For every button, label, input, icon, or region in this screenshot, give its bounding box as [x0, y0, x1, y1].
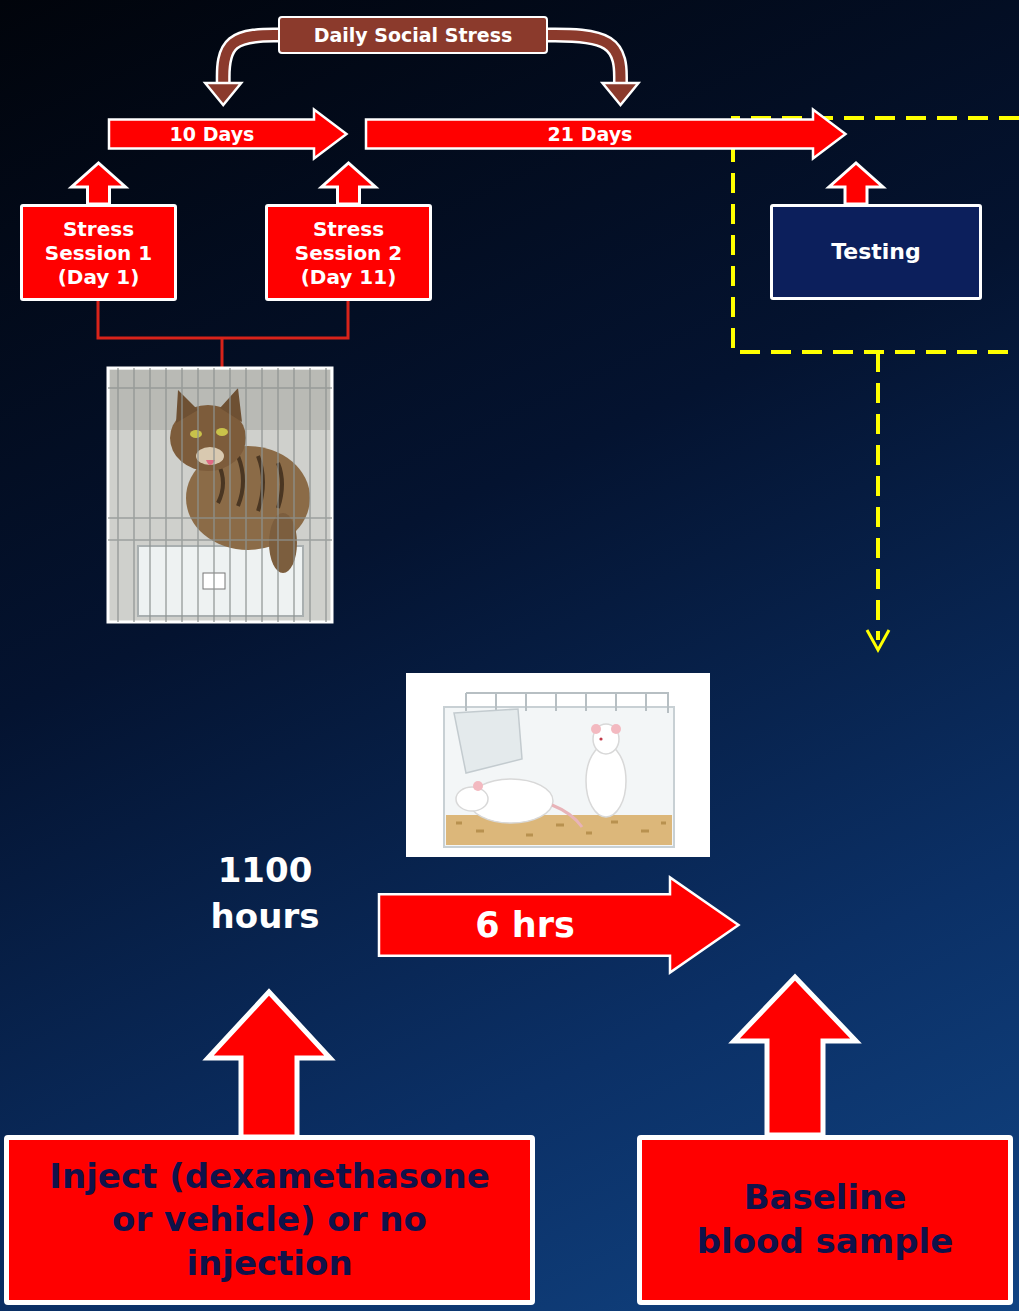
- block-arrow: [322, 163, 376, 204]
- arrow-outline: [366, 110, 846, 159]
- cat-eye: [216, 428, 228, 436]
- node-text: Testing: [831, 239, 921, 265]
- cat-eye: [190, 430, 202, 438]
- bedding: [446, 815, 672, 845]
- arrow-outline: [109, 110, 347, 159]
- block-arrow: [829, 163, 883, 204]
- focus-arrowhead: [867, 630, 889, 650]
- node-text: Inject (dexamethasone or vehicle) or no …: [31, 1155, 508, 1286]
- focus-frame: [733, 118, 1019, 352]
- block-arrow-shape: [829, 163, 883, 204]
- rat-ear: [591, 724, 601, 734]
- testing-box: Testing: [770, 204, 982, 300]
- session-bracket: [98, 301, 348, 368]
- procedure-box: Inject (dexamethasone or vehicle) or no …: [4, 1135, 535, 1305]
- cat-photo: [108, 368, 332, 622]
- rat-tail: [552, 805, 582, 827]
- node-text: 10 Days: [170, 123, 255, 146]
- rat-ear: [611, 724, 621, 734]
- timeline-arrow: 10 Days: [108, 108, 348, 160]
- session-box: Stress Session 1 (Day 1): [20, 204, 177, 301]
- stress-label: Daily Social Stress: [278, 16, 548, 54]
- curve-outline: [542, 35, 620, 85]
- arrowhead: [205, 83, 241, 105]
- node-text: Baseline blood sample: [688, 1176, 962, 1263]
- node-text: Stress Session 2 (Day 11): [276, 217, 421, 289]
- curved-arrow: [205, 35, 284, 105]
- curve-outline: [223, 35, 284, 85]
- timeline-arrow: 21 Days: [365, 108, 847, 160]
- node-text: 6 hrs: [475, 904, 575, 946]
- photo-frame: [108, 368, 332, 622]
- interval-arrow: 6 hrs: [378, 876, 740, 974]
- water-bottle: [454, 709, 522, 773]
- block-arrow-shape: [72, 163, 126, 204]
- cat-muzzle: [196, 447, 224, 465]
- session-box: Stress Session 2 (Day 11): [265, 204, 432, 301]
- cat-ears: [176, 388, 242, 423]
- rat-head: [456, 787, 488, 811]
- photo-frame: [406, 673, 710, 857]
- block-arrow: [734, 977, 856, 1135]
- arrow-outline: [379, 878, 739, 973]
- time-label: 1100 hours: [185, 848, 345, 940]
- block-arrow: [72, 163, 126, 204]
- curve-body: [223, 35, 284, 85]
- focus-leader: [876, 352, 880, 640]
- rat-cage-photo: [406, 673, 710, 857]
- node-text: Daily Social Stress: [314, 24, 513, 47]
- procedure-box: Baseline blood sample: [637, 1135, 1013, 1305]
- rat-body: [586, 745, 626, 817]
- block-arrow: [208, 992, 330, 1137]
- node-text: 21 Days: [548, 123, 633, 146]
- rat-eye: [599, 737, 602, 740]
- arrowhead: [602, 83, 638, 105]
- block-arrow-shape: [734, 977, 856, 1135]
- bedding-texture: [456, 821, 666, 835]
- block-arrow-shape: [322, 163, 376, 204]
- node-text: Stress Session 1 (Day 1): [31, 217, 166, 289]
- cage-tub: [444, 707, 674, 847]
- curve-body: [542, 35, 620, 85]
- rat-ear: [473, 781, 483, 791]
- cat-leg: [269, 513, 297, 573]
- curved-arrow: [542, 35, 638, 105]
- cage-wires: [108, 368, 332, 622]
